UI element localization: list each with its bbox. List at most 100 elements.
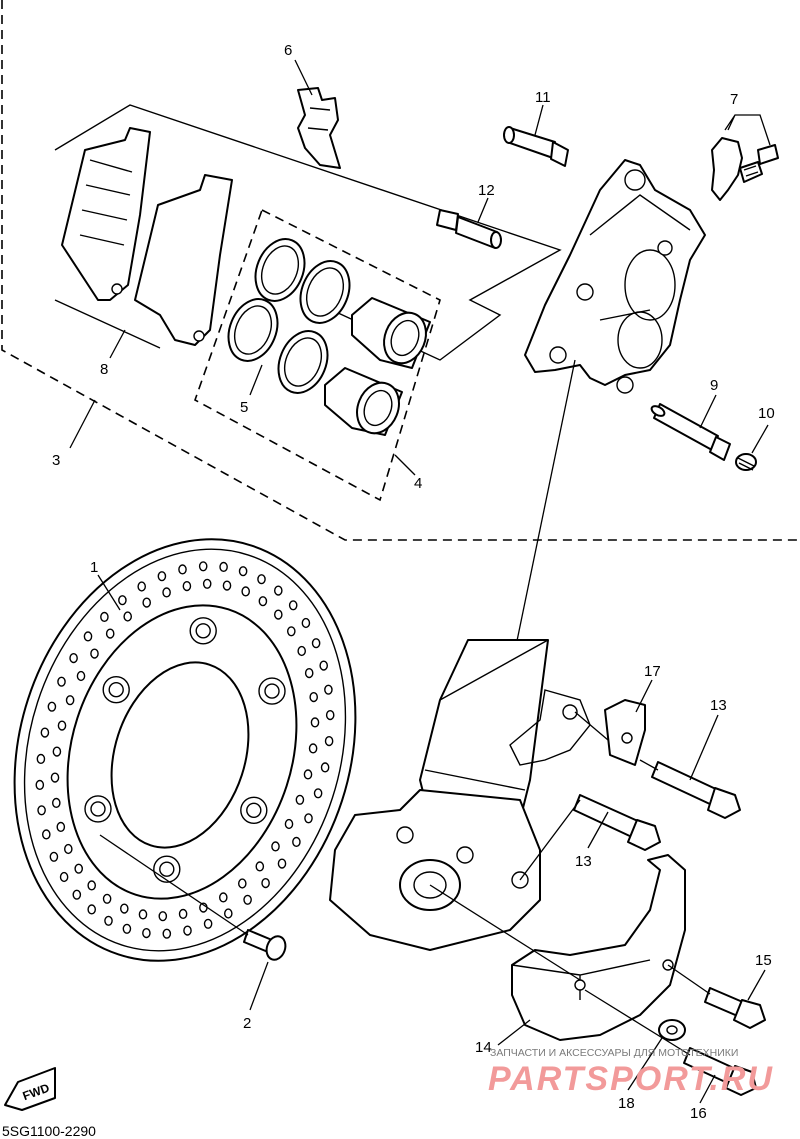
disc-vent-hole [74,863,83,874]
label-part-2: 2 [243,1015,251,1032]
leader-13-upper [689,714,719,781]
bolt-13-lower [573,794,661,851]
disc-vent-hole [87,904,96,915]
caliper-assembly-boundary [1,0,800,541]
disc-vent-hole [49,851,59,862]
label-part-9: 9 [710,377,718,394]
leader-18 [627,1037,663,1091]
leader-bracket-fork [574,711,609,741]
disc-vent-hole [223,908,233,919]
leader-guard-fork [429,884,581,981]
label-part-12: 12 [478,182,495,199]
leader-14 [497,1019,531,1046]
disc-vent-hole [65,695,75,706]
label-part-1: 1 [90,559,98,576]
leader-6 [294,59,313,96]
disc-mount-bosses [84,617,286,883]
label-part-17: 17 [644,663,661,680]
seal-kit-boundary [194,208,441,502]
disc-mount-boss [246,802,262,818]
disc-vent-hole [120,903,129,914]
leader-15 [747,969,766,1001]
label-part-15: 15 [755,952,772,969]
disc-vent-hole [288,600,298,611]
brake-caliper [524,159,706,394]
fwd-arrow-icon: FWD [4,1067,56,1111]
disc-vent-hole [325,709,335,721]
disc-vent-hole [297,645,307,657]
label-part-10: 10 [758,405,775,422]
disc-vent-hole [56,821,66,833]
disc-vent-hole [42,829,51,840]
bolt-11 [503,126,569,167]
disc-vent-hole [203,918,213,929]
leader-4 [394,454,416,476]
disc-vent-hole [257,574,266,585]
disc-vent-hole [76,670,86,682]
disc-vent-hole [273,609,283,620]
disc-bolt [243,929,287,961]
disc-vent-hole [243,894,252,905]
disc-vent-hole [35,779,45,791]
disc-vent-hole [87,880,96,891]
disc-vent-hole [238,566,248,577]
label-part-5: 5 [240,399,248,416]
disc-vent-hole [123,611,132,622]
disc-vent-hole [309,691,319,703]
disc-vent-hole [47,701,57,712]
drawing-code: 5SG1100-2290 [2,1123,96,1139]
brake-pad-inner [134,174,233,346]
brake-pad-outer [61,127,151,301]
label-part-11: 11 [535,89,551,106]
watermark-caption: ЗАПЧАСТИ И АКСЕССУАРЫ ДЛЯ МОТОТЕХНИКИ [490,1047,738,1059]
disc-vent-hole [304,813,313,824]
disc-vent-hole [158,911,168,922]
disc-vent-hole [72,889,82,900]
disc-vent-hole [157,571,167,582]
disc-vent-hole [52,797,61,809]
disc-vent-hole [142,927,151,939]
disc-vent-hole [218,892,228,903]
disc-vent-hole [40,727,50,738]
disc-vent-hole [83,631,93,642]
leader-16 [699,1074,716,1104]
leader-3 [69,399,96,449]
disc-vent-hole [313,788,323,799]
disc-vent-hole [102,893,112,904]
disc-vent-hole [137,581,146,592]
disc-vent-hole [310,717,320,728]
leader-10 [751,424,769,454]
disc-vent-hole [52,746,62,757]
leader-12 [477,197,489,223]
disc-vent-hole [105,628,115,639]
caliper-pistons [324,297,431,436]
disc-vent-hole [59,871,69,883]
disc-vent-hole [50,772,60,783]
disc-vent-hole [308,743,318,754]
disc-vent-hole [142,597,151,608]
pin-plug [735,453,757,471]
brake-disc [13,538,357,962]
disc-vent-hole [261,877,270,889]
disc-vent-hole [301,617,311,629]
disc-vent-hole [118,595,127,606]
disc-mount-boss [108,682,124,698]
disc-vent-hole [138,909,148,920]
pad-group-outline [54,104,562,361]
disc-vent-hole [324,684,333,695]
leader-11 [534,104,544,136]
disc-vent-hole [284,818,294,830]
disc-vent-hole [57,720,67,731]
leader-8 [109,329,126,359]
disc-vent-holes [35,561,335,939]
disc-vent-hole [320,762,330,773]
disc-vent-hole [64,843,73,855]
disc-vent-hole [271,841,280,852]
disc-mount-boss [195,623,211,639]
disc-mount-boss [90,801,106,817]
label-part-16: 16 [690,1105,707,1122]
label-part-8: 8 [100,361,108,378]
disc-vent-hole [286,626,296,637]
disc-vent-hole [198,561,208,572]
